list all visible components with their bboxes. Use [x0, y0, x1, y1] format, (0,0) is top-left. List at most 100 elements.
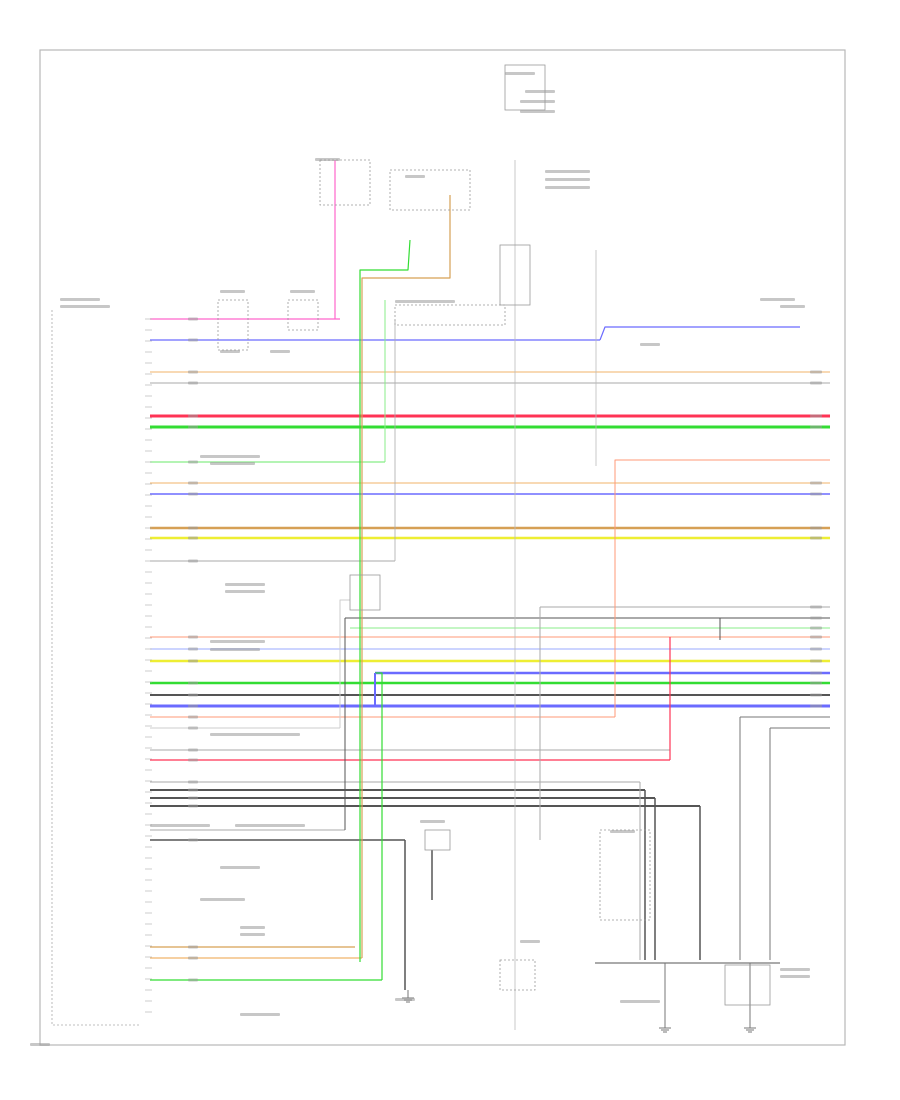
label-placeholder — [60, 305, 110, 308]
switch-left-1 — [217, 299, 249, 351]
wire-tag-left — [188, 804, 198, 808]
label-placeholder — [525, 90, 555, 93]
label-placeholder — [225, 590, 265, 593]
wire-tag-right — [810, 481, 822, 485]
wire-tag-right — [810, 414, 822, 418]
wire-tag-left — [188, 758, 198, 762]
wire-tag-left — [188, 536, 198, 540]
label-placeholder — [395, 998, 415, 1001]
wire-tag-left — [188, 838, 198, 842]
label-placeholder — [780, 968, 810, 971]
wire-layer — [51, 160, 830, 1030]
wire-tag-right — [810, 425, 822, 429]
label-placeholder — [505, 72, 535, 75]
wire-tag-right — [810, 635, 822, 639]
label-placeholder — [420, 820, 445, 823]
label-placeholder — [235, 824, 305, 827]
label-placeholder — [780, 305, 805, 308]
relay-right — [499, 244, 531, 306]
wire-tag-left — [188, 796, 198, 800]
wire-tag-left — [188, 726, 198, 730]
wire-tag-left — [188, 659, 198, 663]
label-placeholder — [610, 830, 635, 833]
label-placeholder — [620, 1000, 660, 1003]
wire-tag-right — [810, 704, 822, 708]
wire-tag-left — [188, 370, 198, 374]
label-placeholder — [640, 343, 660, 346]
wire-tag-left — [188, 381, 198, 385]
label-placeholder — [395, 300, 455, 303]
wire-tag-left — [188, 635, 198, 639]
wire-tag-right — [810, 526, 822, 530]
relay-mid — [349, 574, 381, 611]
component-layer — [145, 64, 771, 1033]
wire-tag-left — [188, 693, 198, 697]
label-layer — [30, 72, 822, 1046]
wire-tag-right — [810, 681, 822, 685]
label-placeholder — [405, 175, 425, 178]
label-placeholder — [315, 158, 340, 161]
wire-tag-right — [810, 370, 822, 374]
label-placeholder — [60, 298, 100, 301]
wire-tag-right — [810, 381, 822, 385]
label-placeholder — [225, 583, 265, 586]
wire-tag-left — [188, 945, 198, 949]
wire-tag-left — [188, 704, 198, 708]
wire-tag-right — [810, 659, 822, 663]
wire-tag-left — [188, 425, 198, 429]
label-placeholder — [520, 110, 555, 113]
module-lower-left — [599, 829, 651, 921]
label-placeholder — [270, 350, 290, 353]
wire-tag-left — [188, 748, 198, 752]
wire-green-3-riser — [375, 672, 383, 980]
label-placeholder — [520, 940, 540, 943]
label-placeholder — [30, 1043, 50, 1046]
sensor-box — [424, 829, 451, 851]
label-placeholder — [545, 186, 590, 189]
wire-tag-right — [810, 605, 822, 609]
label-placeholder — [520, 100, 555, 103]
wire-tag-left — [188, 492, 198, 496]
wire-tan-riser — [361, 195, 451, 958]
wire-tag-left — [188, 414, 198, 418]
wire-tag-left — [188, 715, 198, 719]
fuse-block-left — [319, 159, 371, 206]
wire-tag-right — [810, 693, 822, 697]
fuse-block-top — [504, 64, 546, 111]
label-placeholder — [200, 898, 245, 901]
wire-tag-right — [810, 647, 822, 651]
wire-salmon-riser — [614, 459, 830, 717]
wire-tag-left — [188, 338, 198, 342]
label-placeholder — [200, 455, 260, 458]
wire-tag-left — [188, 460, 198, 464]
wire-tag-right — [810, 536, 822, 540]
label-placeholder — [240, 933, 265, 936]
module-lower-right — [724, 964, 771, 1006]
wire-tag-left — [188, 559, 198, 563]
control-unit-outline — [51, 310, 140, 1026]
label-placeholder — [210, 648, 260, 651]
wire-tag-left — [188, 317, 198, 321]
wire-tag-left — [188, 978, 198, 982]
label-placeholder — [220, 290, 245, 293]
wire-blue-top-bend — [599, 326, 800, 341]
wire-tag-right — [810, 626, 822, 630]
label-placeholder — [545, 170, 590, 173]
label-placeholder — [210, 733, 300, 736]
wire-tag-left — [188, 481, 198, 485]
label-placeholder — [240, 1013, 280, 1016]
wire-tag-left — [188, 681, 198, 685]
label-placeholder — [760, 298, 795, 301]
wire-tag-left — [188, 647, 198, 651]
label-placeholder — [220, 350, 240, 353]
relay-center — [389, 169, 471, 211]
diagram-frame — [39, 49, 846, 1046]
switch-left-2 — [287, 299, 319, 331]
switch-bottom — [499, 959, 536, 991]
wire-tag-left — [188, 526, 198, 530]
label-placeholder — [240, 926, 265, 929]
wire-tag-right — [810, 616, 822, 620]
wire-tag-left — [188, 956, 198, 960]
